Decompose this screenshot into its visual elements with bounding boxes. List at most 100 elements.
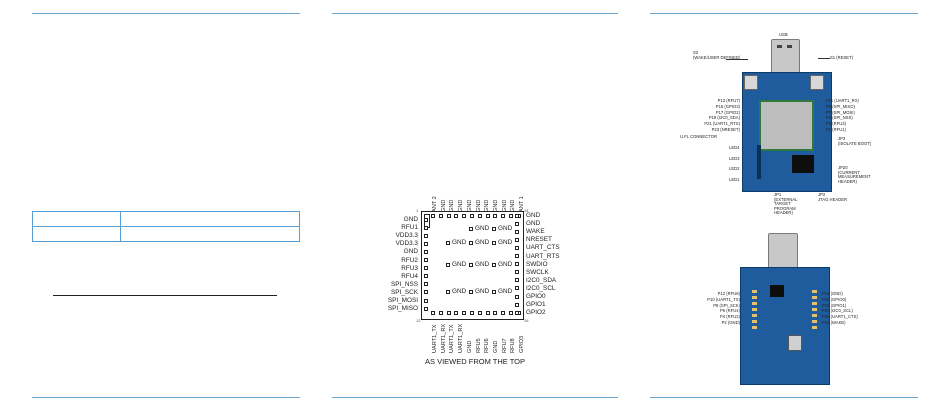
top-pad [438,214,443,218]
right-pin-label: I2C0_SCL [526,284,556,292]
left-pad [424,290,428,295]
right-pad [515,302,519,307]
top-pin-label: GND [510,199,517,212]
ufl-label: U.FL CONNECTOR [680,134,717,139]
board-pin-label: LED3 [729,155,740,161]
bottom-pad [477,311,482,315]
jp1-label: JP1 (EXTERNAL TARGET PROGRAM HEADER) [774,192,798,216]
bottom-pad [438,311,443,315]
bottom-chip [788,335,802,351]
table-cell [32,211,121,227]
leds-strip [757,145,761,179]
top-pin-label: ANT 2 [432,196,438,212]
bottom-pad [485,311,490,315]
gnd-pad [492,263,496,267]
module-outline [421,211,524,320]
board-pin-label: P15 (GPIO3) [715,103,740,109]
top-pin-label: GND [466,199,473,212]
board-pin-label: P6 (RFU4) [719,308,740,314]
bottom-pad [493,311,498,315]
board-pin-label: P9 (SPI_MISO) [826,103,855,109]
gnd-pad-label: GND [475,225,490,232]
gnd-pad-label: GND [475,261,490,268]
board-pin-label: P5 (SPI_NSS) [826,115,853,121]
gnd-pad-label: GND [498,239,513,246]
board-pin-label: P14 (GND) [822,291,843,296]
gnd-pad [446,263,450,267]
bottom-pin-label: RFU6 [484,338,491,353]
bottom-pin-label: UART1_TX [432,324,438,354]
gnd-pad [446,241,450,245]
gnd-pad-label: GND [452,261,467,268]
left-pad [424,306,428,311]
table-cell [120,226,300,242]
board-pin-label: P24 (WAKE) [822,320,846,325]
board-pin-label: LED4 [729,145,740,150]
board-pin-label: P7 (SPI_MOSI) [826,109,855,115]
jp2-label: JP2 JTAG HEADER [818,192,848,202]
board-pin-label: P13 (RFU7) [717,98,740,103]
top-pin-label: GND [484,199,491,212]
top-pin-label: ANT 1 [519,196,525,212]
right-pin-label: GPIO0 [526,293,546,300]
bottom-pad [509,311,513,315]
top-pin-label: GND [440,199,447,212]
pinout-caption: AS VIEWED FROM THE TOP [425,357,526,366]
spec-table [32,211,300,242]
top-pin-label: GND [475,199,482,212]
board-pin-label: P23 (NRESET) [711,127,740,132]
page3-top-rule [650,13,918,14]
top-pin-label: GND [458,199,465,212]
left-pad [424,225,428,230]
s1-button [810,75,824,90]
bottom-pads-left [752,290,757,330]
usb-label: USB [779,32,788,37]
jtag-header [792,155,814,173]
right-pin-label: SWCLK [526,268,549,276]
board-pin-label: P20 (I2C0_SCL) [822,308,853,314]
page2-top-rule [332,13,618,14]
pin-number-12: 12 [416,318,421,323]
top-pad [454,214,459,218]
board-pin-label: P2 (GND) [721,320,740,325]
left-pad [424,258,428,262]
top-pad [462,214,467,218]
board-pin-label: P17 (GPIO2) [715,109,740,115]
s1-label: S1 (RESET) [830,55,854,60]
left-pin-label: VDD3.3 [395,232,418,240]
top-pad [493,214,498,218]
table-cell [120,211,300,227]
gnd-pad-label: GND [498,288,513,295]
right-pin-label: GND [526,220,541,228]
left-pin-label: RFU1 [401,224,418,232]
right-pin-label: NRESET [526,236,552,244]
gnd-pad-label: GND [475,239,490,246]
right-pin-label: GND [526,212,541,219]
left-pad [424,298,428,303]
bottom-pin-label: RFU8 [510,338,517,353]
left-pin-label: SPI_MISO [387,305,418,313]
pin-number-44: 44 [524,208,529,213]
gnd-pad-label: GND [452,239,467,246]
board-pin-label: P16 (GPIO0) [822,296,847,302]
right-pad [515,286,519,291]
bottom-pin-label: UART1_RX [440,323,447,353]
gnd-pad [469,227,473,231]
left-pad [424,241,428,246]
top-pad [501,214,506,218]
gnd-pad-label: GND [498,225,513,232]
right-pad [515,270,519,275]
gnd-pad [469,263,473,267]
top-pad [431,214,435,218]
table-row [32,211,300,227]
signature-line [53,295,277,296]
s2-button [744,75,758,90]
right-pad [515,237,519,242]
gnd-pad [492,241,496,245]
table-row [32,226,300,242]
right-pad [515,213,519,218]
jp3-label: JP3 (ISOLATE BOOT) [838,136,872,146]
left-pin-label: SPI_SCK [391,288,418,296]
board-pin-label: P8 (SPI_SCK) [713,302,740,308]
left-pin-label: RFU3 [401,264,418,272]
